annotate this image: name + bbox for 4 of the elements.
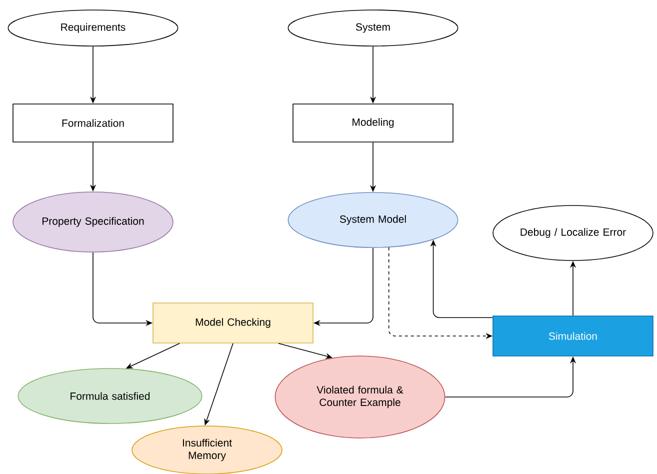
process-box: Modeling (292, 104, 454, 142)
process-box: Formalization (12, 104, 174, 142)
process-box: Simulation (492, 316, 654, 356)
process-box: Model Checking (152, 302, 314, 344)
